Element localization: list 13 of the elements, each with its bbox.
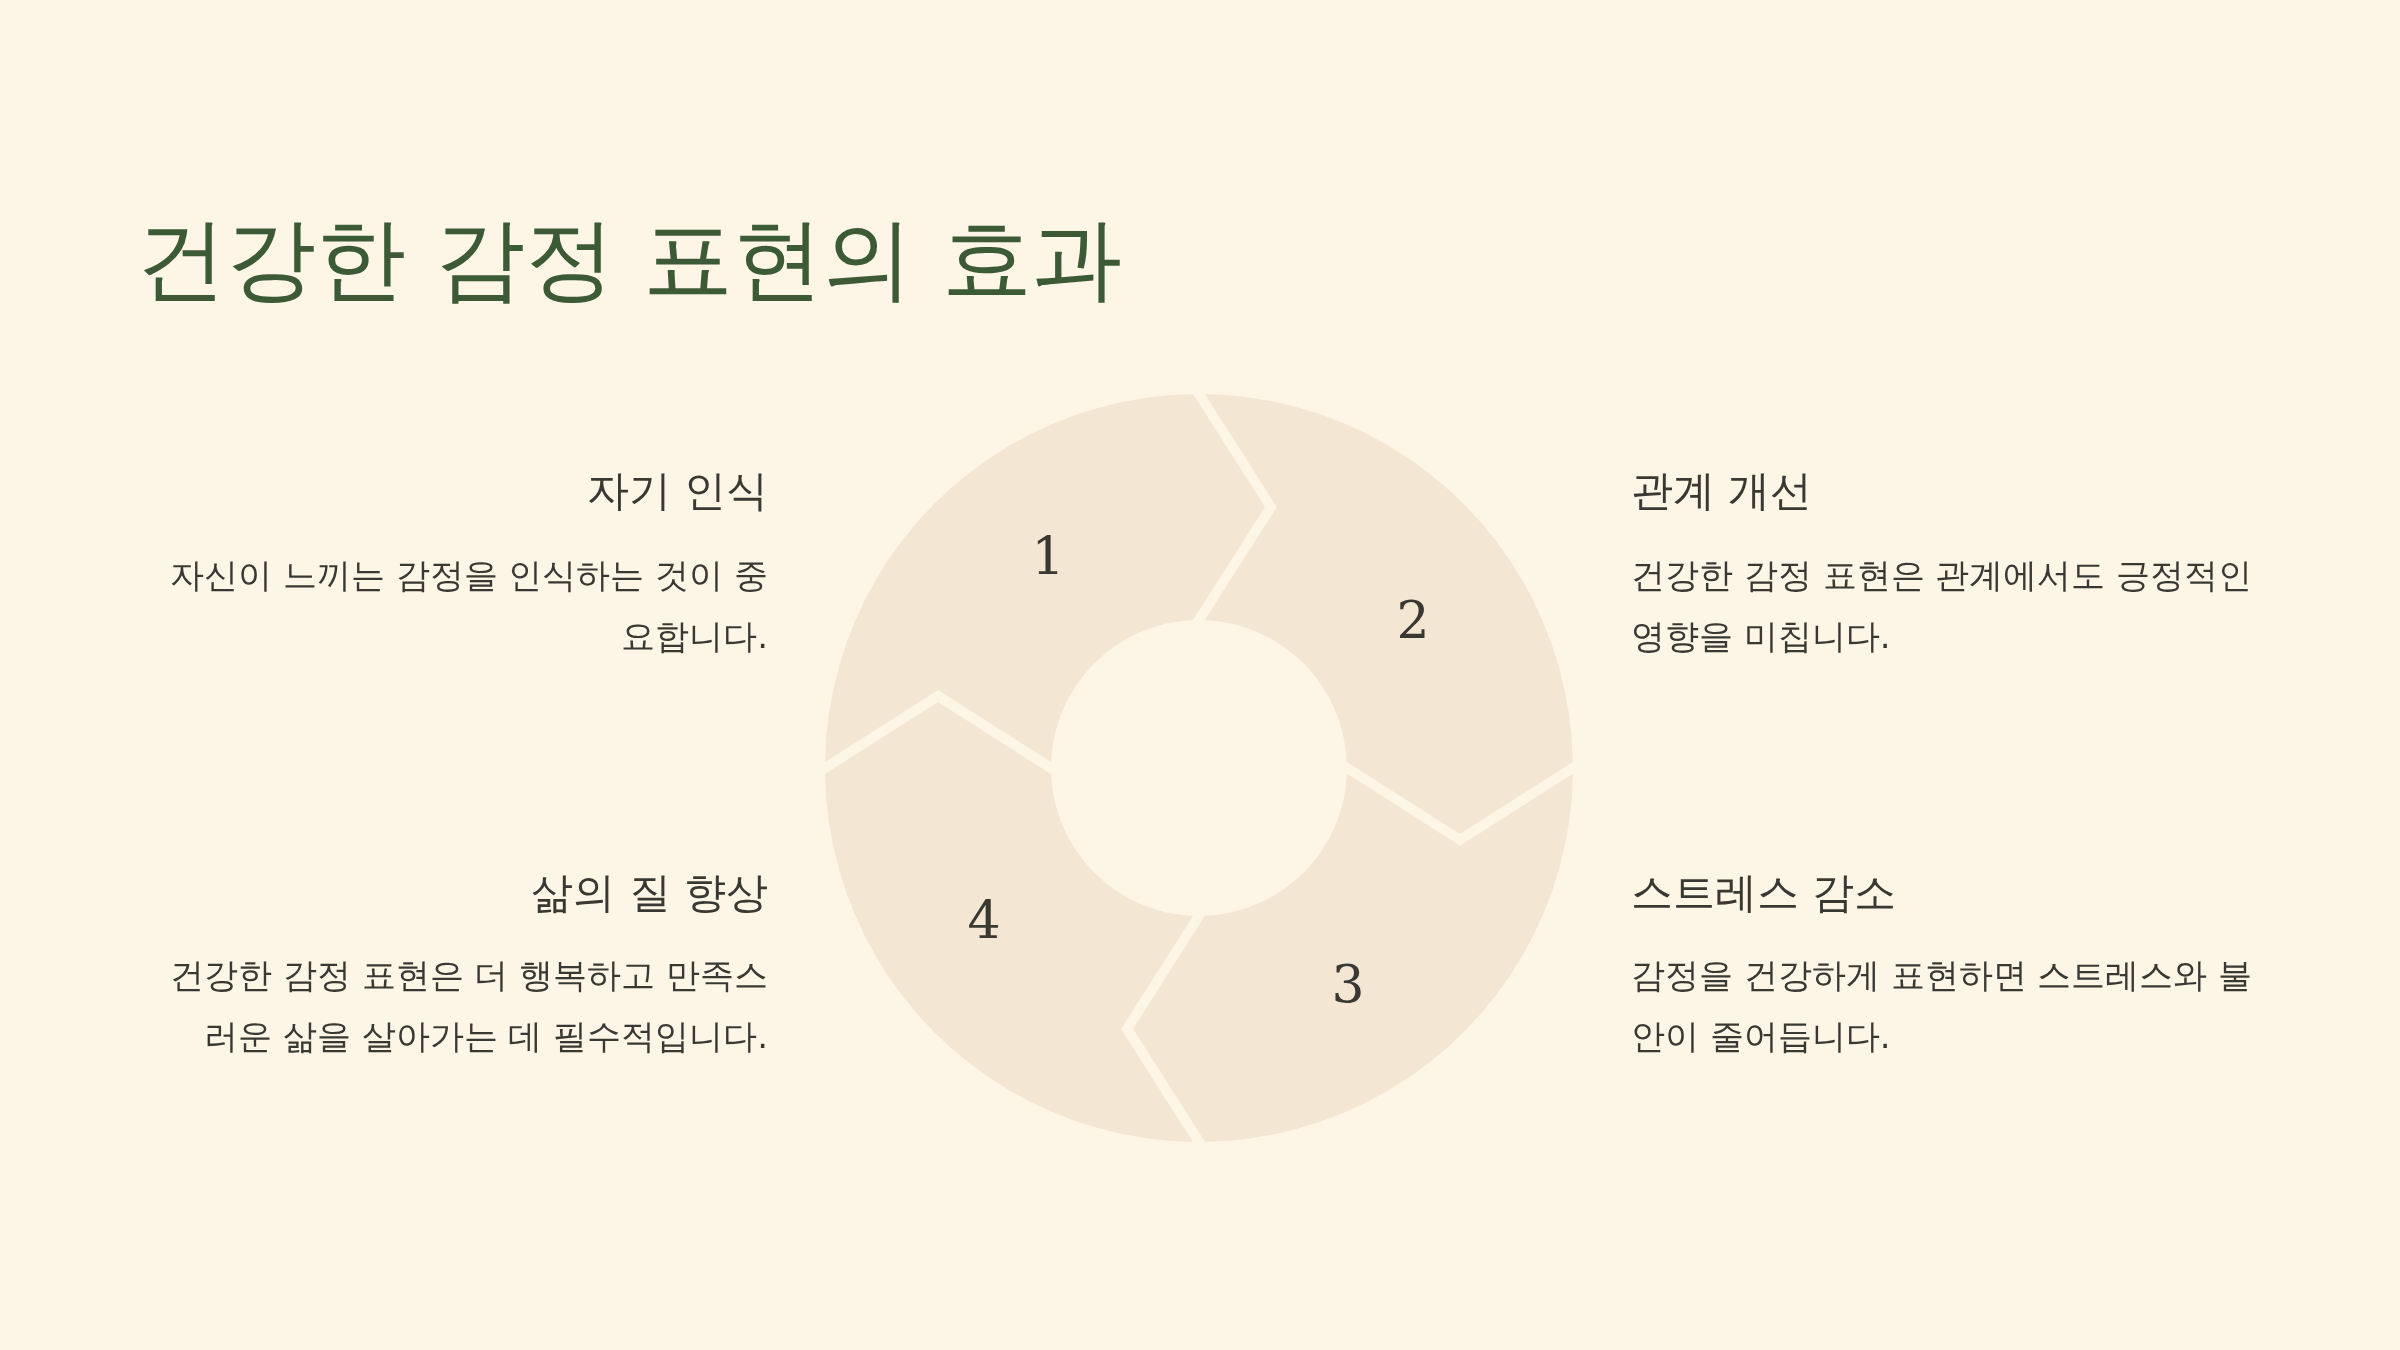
segment-number: 2 [1396,594,1430,646]
description: 자신이 느끼는 감정을 인식하는 것이 중요합니다. [168,554,768,659]
section-heading: 자기 인식 [585,465,768,517]
section-heading: 삶의 질 향상 [530,867,768,919]
description: 건강한 감정 표현은 더 행복하고 만족스러운 삶을 살아가는 데 필수적입니다. [168,954,768,1059]
title: 건강한 감정 표현의 효과 [136,205,1122,313]
section-heading: 스트레스 감소 [1631,867,1898,919]
description: 감정을 건강하게 표현하면 스트레스와 불안이 줄어듭니다. [1631,954,2254,1059]
section-heading: 관계 개선 [1631,465,1814,517]
segment-number: 3 [1331,958,1365,1010]
description: 건강한 감정 표현은 관계에서도 긍정적인 영향을 미칩니다. [1631,554,2254,659]
segment-number: 4 [967,894,1001,946]
segment-number: 1 [1031,530,1065,582]
